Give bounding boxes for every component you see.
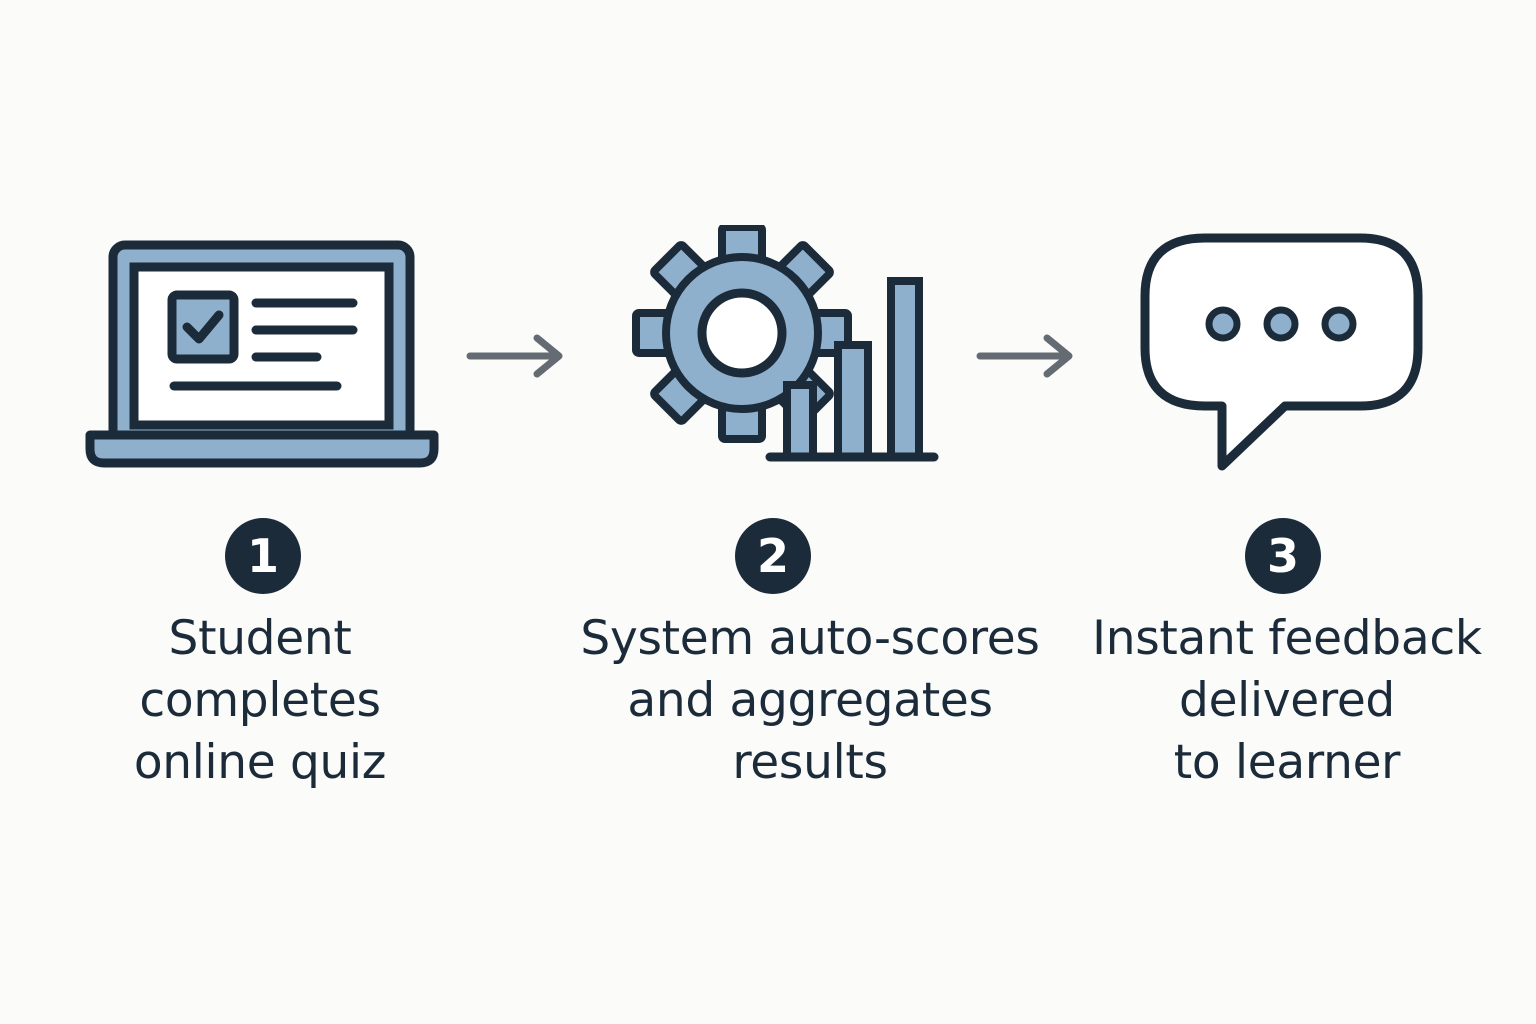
caption-line: Student [168, 611, 352, 666]
speech-bubble-icon [1140, 233, 1423, 471]
step-caption: System auto-scores and aggregates result… [555, 608, 1065, 794]
caption-line: results [732, 735, 888, 790]
caption-line: Instant feedback [1092, 611, 1482, 666]
step-caption: Instant feedback delivered to learner [1082, 608, 1492, 794]
arrow-right-icon [466, 334, 563, 378]
caption-line: to learner [1173, 735, 1401, 790]
step-number-badge: 2 [735, 518, 811, 594]
caption-line: System auto-scores [580, 611, 1040, 666]
caption-line: completes [139, 673, 381, 728]
gear-chart-icon [632, 225, 939, 462]
step-number-badge: 1 [225, 518, 301, 594]
caption-line: online quiz [133, 735, 387, 790]
step-caption: Student completes online quiz [70, 608, 450, 794]
step-number-badge: 3 [1245, 518, 1321, 594]
arrow-right-icon [976, 334, 1073, 378]
caption-line: delivered [1179, 673, 1395, 728]
laptop-quiz-icon [85, 240, 439, 468]
caption-line: and aggregates [627, 673, 993, 728]
